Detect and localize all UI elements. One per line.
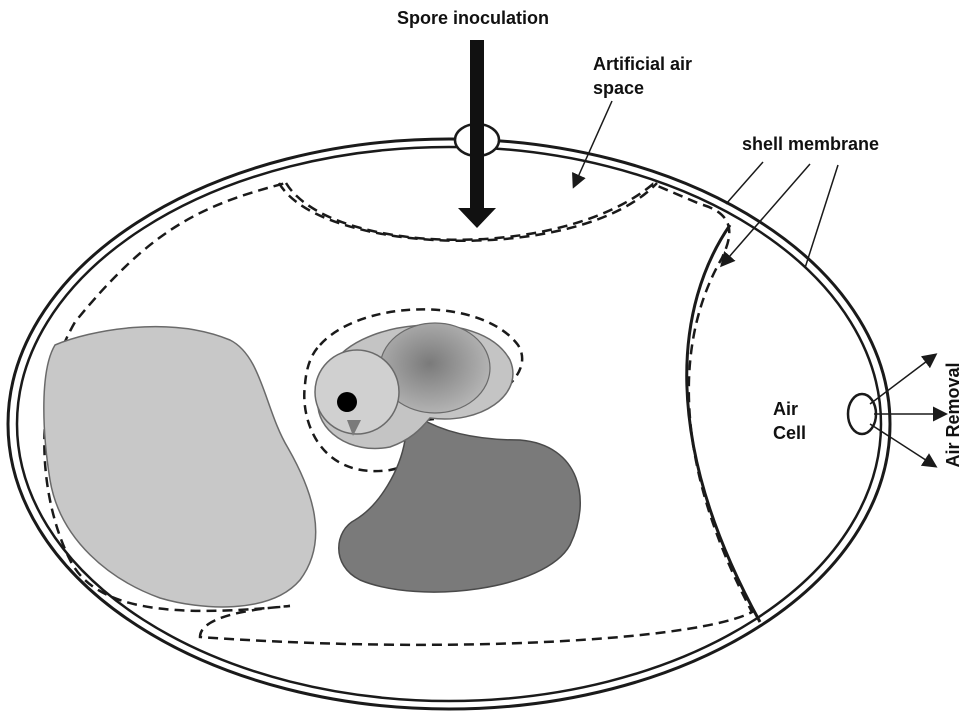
shell-membrane-pointer-1 [726,162,763,204]
shell-membrane-label: shell membrane [742,132,879,156]
artificial-air-space-label: Artificial air space [593,52,733,100]
spore-arrow-shaft [470,40,484,210]
air-removal-label: Air Removal [941,315,965,515]
spore-inoculation-label: Spore inoculation [397,6,549,30]
air-cell-label: Air Cell [773,397,833,445]
embryo-eye [337,392,357,412]
air-removal-hole [848,394,876,434]
shell-membrane-pointer-3 [805,165,838,268]
